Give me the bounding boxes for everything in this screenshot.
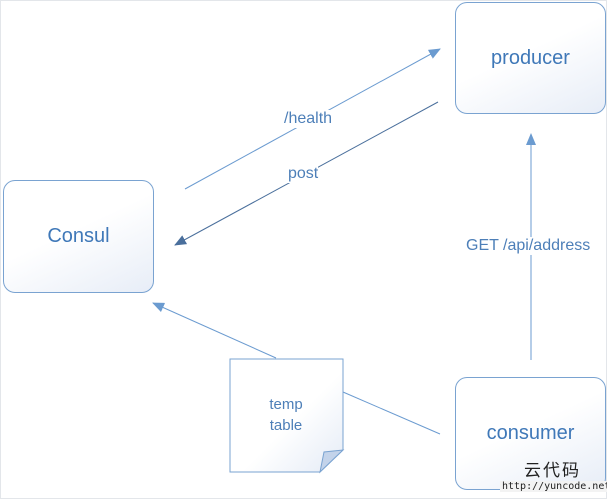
note-to-consumer-line <box>342 391 441 435</box>
consumer-node: consumer <box>455 377 606 490</box>
health-label: /health <box>284 110 333 128</box>
consul-label: Consul <box>47 225 110 247</box>
consumer-label: consumer <box>486 422 575 444</box>
post-label: post <box>288 165 319 183</box>
consul-node: Consul <box>3 180 154 293</box>
watermark-url: http://yuncode.net <box>500 481 607 492</box>
note-fold-icon <box>319 449 345 474</box>
get-label: GET /api/address <box>466 237 591 255</box>
watermark-text: 云代码 <box>524 461 581 481</box>
consumer-to-consul-arrow <box>152 302 277 359</box>
producer-node: producer <box>455 2 606 114</box>
note-line-2: table <box>269 417 303 434</box>
note-line-1: temp <box>269 396 303 413</box>
producer-label: producer <box>491 46 570 69</box>
note-text: temp table <box>236 394 336 436</box>
